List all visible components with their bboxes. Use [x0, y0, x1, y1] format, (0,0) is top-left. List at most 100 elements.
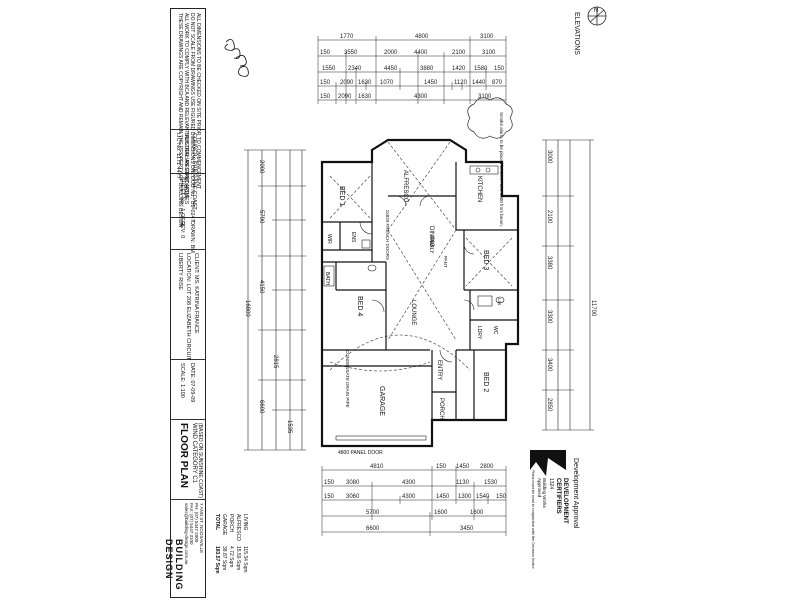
top-dimensions — [317, 36, 507, 104]
client-cell — [171, 249, 205, 360]
dim-top-4e: 1450 — [424, 80, 438, 86]
condensate-note: CONDENSATE DRAIN PIPE — [345, 350, 350, 408]
signature-text: okcc — [214, 40, 216, 41]
door-swings — [359, 195, 475, 363]
dim-top-4d: 1070 — [380, 80, 394, 86]
room-bath: BATH — [324, 272, 330, 285]
dim-bot-2b: 3080 — [346, 480, 360, 486]
dim-top-4f: 1120 — [454, 80, 468, 86]
room-bed4: BED 4 — [356, 296, 363, 316]
dim-top-4a: 150 — [320, 80, 331, 86]
dim-bot-1d: 2800 — [480, 464, 494, 470]
dim-right-2: 2100 — [546, 210, 552, 224]
stamp-line2: Approved — [537, 478, 542, 498]
dim-top-3c: 4450 — [384, 66, 398, 72]
room-bed1: BED 1 — [338, 186, 345, 206]
dim-top-4c: 1630 — [358, 80, 372, 86]
north-arrow-icon — [587, 6, 607, 26]
dim-bot-2a: 150 — [324, 480, 335, 486]
dim-bot-4a: 5700 — [366, 510, 380, 516]
dim-top-1b: 4800 — [415, 34, 429, 40]
right-dimensions — [542, 139, 594, 431]
dim-top-4h: 870 — [492, 80, 503, 86]
dim-right-5: 3400 — [546, 358, 552, 372]
notes-cell — [171, 9, 205, 130]
dim-top-3g: 150 — [494, 66, 505, 72]
dim-top-5e: 3100 — [478, 94, 492, 100]
dim-bot-3g: 150 — [496, 494, 507, 500]
room-bed3: BED 3 — [482, 250, 489, 270]
sheet-title-cell — [171, 419, 205, 500]
room-labels: ALFRESCO BED 1 WIR ENS KITCHEN DINING BE… — [324, 170, 502, 420]
stamp-number: 1324 — [548, 478, 554, 489]
room-ens: ENS — [350, 232, 356, 243]
room-porch: PORCH — [438, 398, 444, 420]
dim-bot-5b: 3450 — [460, 526, 474, 532]
dim-left-2: 5700 — [258, 210, 264, 224]
bottom-dimensions — [321, 466, 507, 536]
dim-bot-2e: 1530 — [484, 480, 498, 486]
stamp-brand-2: CERTIFIERS — [555, 478, 561, 514]
dim-bot-4b: 1600 — [434, 510, 448, 516]
dim-left-3: 4150 — [258, 280, 264, 294]
dim-left-4: 6600 — [258, 400, 264, 414]
date-cell — [171, 359, 205, 420]
dim-top-5b: 2090 — [338, 94, 352, 100]
top-dim-labels: 1770 4800 3100 150 3550 2000 4400 2100 3… — [320, 34, 505, 100]
dim-bot-2c: 4300 — [402, 480, 416, 486]
ceiling-lines — [329, 141, 513, 372]
dim-bot-1c: 1450 — [456, 464, 470, 470]
dim-top-3a: 1550 — [322, 66, 336, 72]
dim-right-6: 2850 — [546, 398, 552, 412]
room-wir: WIR — [326, 234, 332, 244]
room-pantry: PANT — [443, 256, 448, 268]
dim-bot-3b: 3060 — [346, 494, 360, 500]
scale-cell — [171, 217, 205, 250]
stamp-title: Development Approval — [572, 458, 579, 529]
title-block: ALL DIMENSIONS TO BE CHECKED ON SITE PRI… — [164, 8, 206, 598]
room-dining: DINING — [428, 226, 434, 247]
annotations: 2x820 FRENCH DOORS CONDENSATE DRAIN PIPE… — [338, 210, 390, 456]
dim-right-overall: 11700 — [590, 300, 596, 317]
stamp-line1: Building Works — [542, 478, 547, 509]
right-dim-labels: 11700 3000 2100 3380 3300 3400 2850 — [546, 150, 596, 412]
dim-left-overall: 16800 — [244, 300, 250, 317]
builder-cell — [171, 129, 205, 174]
dim-bot-3e: 1300 — [458, 494, 472, 500]
dim-bot-1b: 150 — [436, 464, 447, 470]
dim-top-5a: 150 — [320, 94, 331, 100]
north-arrow-label: N — [594, 8, 599, 14]
stamp-brand: DEVELOPMENT — [562, 478, 568, 524]
approval-stamp: Development Approval DEVELOPMENT CERTIFI… — [530, 450, 579, 569]
room-lounge: LOUNGE — [410, 300, 416, 325]
dim-top-3b: 2340 — [348, 66, 362, 72]
dim-bot-1a: 4810 — [370, 464, 384, 470]
dim-top-1a: 1770 — [340, 34, 354, 40]
dim-bot-4c: 1600 — [470, 510, 484, 516]
fixtures — [323, 165, 505, 441]
dim-right-3: 3380 — [546, 256, 552, 270]
room-garage: GARAGE — [378, 386, 385, 416]
room-alfresco: ALFRESCO — [402, 170, 408, 203]
dim-right-4: 3300 — [546, 310, 552, 324]
room-kitchen: KITCHEN — [476, 176, 482, 202]
exterior-walls — [320, 138, 520, 448]
dim-top-3d: 3880 — [420, 66, 434, 72]
dim-top-4g: 1440 — [472, 80, 486, 86]
room-linen: LIN — [497, 298, 502, 305]
smoke-alarm-callout: Smoke alarm to be placed between 600-100… — [467, 97, 513, 227]
left-dim-labels: 16800 2000 5700 4150 6600 2815 1535 — [244, 160, 292, 434]
dim-top-2d: 4400 — [414, 50, 428, 56]
dim-top-2a: 150 — [320, 50, 331, 56]
dim-top-1c: 3100 — [480, 34, 494, 40]
job-cell — [171, 173, 205, 218]
dim-bot-3f: 1540 — [476, 494, 490, 500]
stamp-note: Plans must be read in conjunction with t… — [531, 470, 535, 569]
dim-left-1: 2000 — [258, 160, 264, 174]
dim-bot-3c: 4300 — [402, 494, 416, 500]
dim-top-2b: 3550 — [344, 50, 358, 56]
room-wc: WC — [492, 326, 498, 335]
dim-bot-2d: 1130 — [456, 480, 470, 486]
